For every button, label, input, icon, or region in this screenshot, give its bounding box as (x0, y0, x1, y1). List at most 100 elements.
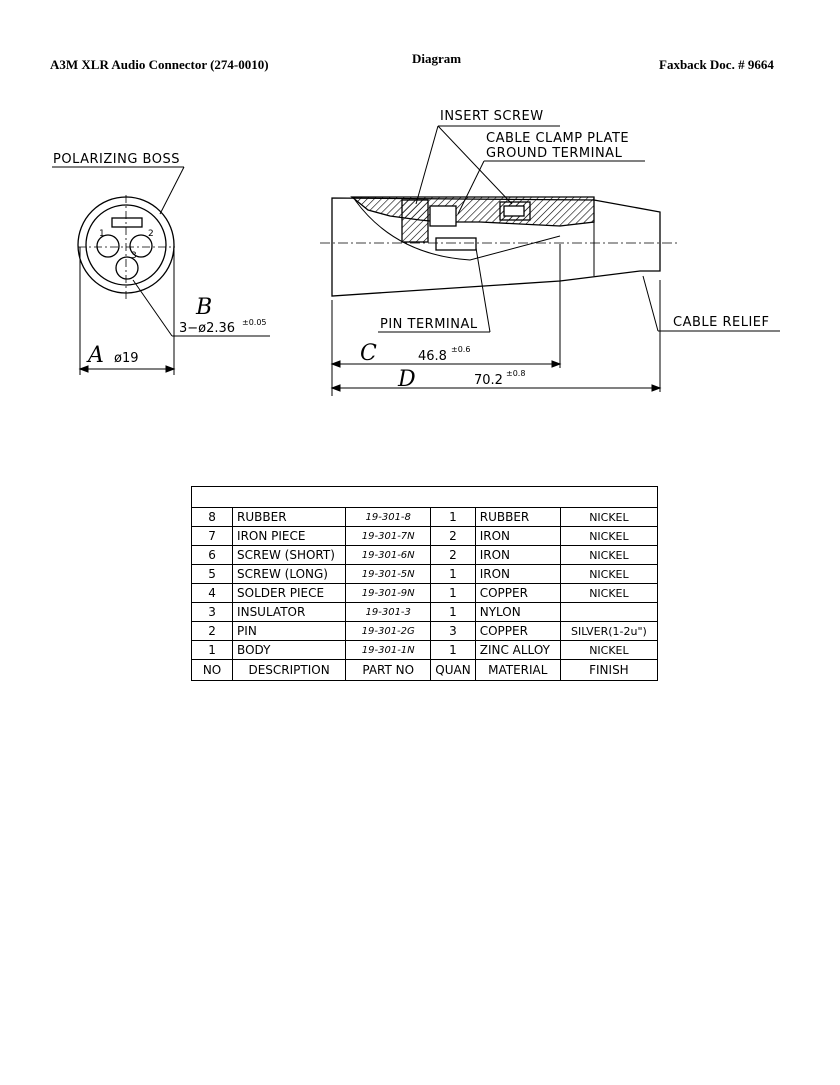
cell-description: PIN (232, 621, 347, 641)
cable-clamp-label: CABLE CLAMP PLATE (486, 131, 629, 146)
cell-finish: NICKEL (559, 640, 659, 660)
pin-terminal-label: PIN TERMINAL (380, 317, 478, 332)
cell-material: COPPER (474, 583, 561, 603)
cell-no: 3 (190, 602, 234, 622)
cell-finish: NICKEL (559, 507, 659, 527)
cell-description: BODY (232, 640, 347, 660)
cell-no: 8 (190, 507, 234, 527)
face-inner-circle (85, 204, 167, 286)
dimension-b-tolerance: ±0.05 (242, 318, 267, 327)
cell-material: IRON (474, 545, 561, 565)
pin-hole-3 (115, 256, 139, 280)
cell-quan: 2 (430, 545, 476, 565)
cell-quan: 3 (430, 621, 476, 641)
connector-diagram: 1 2 3 POLARIZING BOSS B 3−ø2.36 ±0.05 A … (52, 109, 780, 396)
document-title: A3M XLR Audio Connector (274-0010) (50, 57, 269, 72)
dimension-d-tolerance: ±0.8 (506, 369, 525, 378)
cell-no: 7 (190, 526, 234, 546)
dimension-b-value: 3−ø2.36 (179, 321, 235, 336)
cable-clamp-leader (457, 160, 645, 215)
table-title-row (191, 486, 658, 508)
header-finish: FINISH (559, 659, 659, 681)
cell-description: SCREW (LONG) (232, 564, 347, 584)
cell-part-no: 19-301-7N (345, 526, 432, 546)
cell-material: RUBBER (474, 507, 561, 527)
cell-part-no: 19-301-9N (345, 583, 432, 603)
doc-number: Faxback Doc. # 9664 (659, 57, 774, 72)
pin-hole-2 (129, 234, 153, 258)
insert-screw-leader (415, 125, 560, 205)
header-description: DESCRIPTION (232, 659, 347, 681)
cell-finish: NICKEL (559, 583, 659, 603)
dimension-d-letter: D (397, 367, 416, 392)
ground-terminal-label: GROUND TERMINAL (486, 146, 623, 161)
dimension-b-leader (132, 279, 270, 337)
cell-quan: 1 (430, 640, 476, 660)
cell-finish: NICKEL (559, 545, 659, 565)
dimension-c-tolerance: ±0.6 (451, 345, 470, 354)
cell-material: IRON (474, 564, 561, 584)
cell-material: ZINC ALLOY (474, 640, 561, 660)
shell-section-hatch (350, 196, 595, 227)
cell-part-no: 19-301-8 (345, 507, 432, 527)
pin-number-3: 3 (131, 251, 137, 261)
cell-no: 6 (190, 545, 234, 565)
pin-hole-1 (96, 234, 120, 258)
cell-finish: SILVER(1-2u") (559, 621, 659, 641)
polarizing-boss-label: POLARIZING BOSS (53, 152, 180, 167)
cell-part-no: 19-301-6N (345, 545, 432, 565)
insert-screw-head (429, 205, 457, 227)
header-quan: QUAN (430, 659, 476, 681)
cell-finish: NICKEL (559, 526, 659, 546)
cell-no: 4 (190, 583, 234, 603)
dimension-b-letter: B (195, 295, 212, 320)
cell-part-no: 19-301-3 (345, 602, 432, 622)
pin-number-2: 2 (148, 229, 154, 239)
cell-quan: 1 (430, 583, 476, 603)
cell-finish (559, 602, 659, 622)
cell-description: IRON PIECE (232, 526, 347, 546)
cell-part-no: 19-301-5N (345, 564, 432, 584)
cell-no: 5 (190, 564, 234, 584)
cell-material: NYLON (474, 602, 561, 622)
dimension-a-letter: A (86, 343, 104, 368)
insert-block (401, 199, 429, 243)
cable-relief-leader (642, 275, 780, 332)
connector-body-outline (331, 197, 661, 297)
dimension-d-value: 70.2 (474, 373, 503, 388)
cell-description: INSULATOR (232, 602, 347, 622)
dimension-c-lines (330, 244, 562, 396)
dimension-a-lines (78, 247, 176, 375)
cell-material: COPPER (474, 621, 561, 641)
cell-material: IRON (474, 526, 561, 546)
cell-quan: 1 (430, 507, 476, 527)
dimension-d-lines (330, 280, 662, 392)
pin-number-1: 1 (99, 229, 105, 239)
front-face-view (77, 195, 175, 300)
header-part-no: PART NO (345, 659, 432, 681)
cell-finish: NICKEL (559, 564, 659, 584)
section-title: Diagram (412, 51, 462, 66)
insert-screw-label: INSERT SCREW (440, 109, 544, 124)
polarizing-boss-leader (52, 166, 185, 215)
dimension-c-value: 46.8 (418, 349, 447, 364)
cell-quan: 2 (430, 526, 476, 546)
cell-quan: 1 (430, 564, 476, 584)
dimension-c-letter: C (360, 341, 377, 366)
pin-terminal-block (435, 237, 477, 251)
cell-description: RUBBER (232, 507, 347, 527)
cell-part-no: 19-301-1N (345, 640, 432, 660)
cell-part-no: 19-301-2G (345, 621, 432, 641)
cell-description: SCREW (SHORT) (232, 545, 347, 565)
pin-terminal-leader (378, 247, 491, 333)
